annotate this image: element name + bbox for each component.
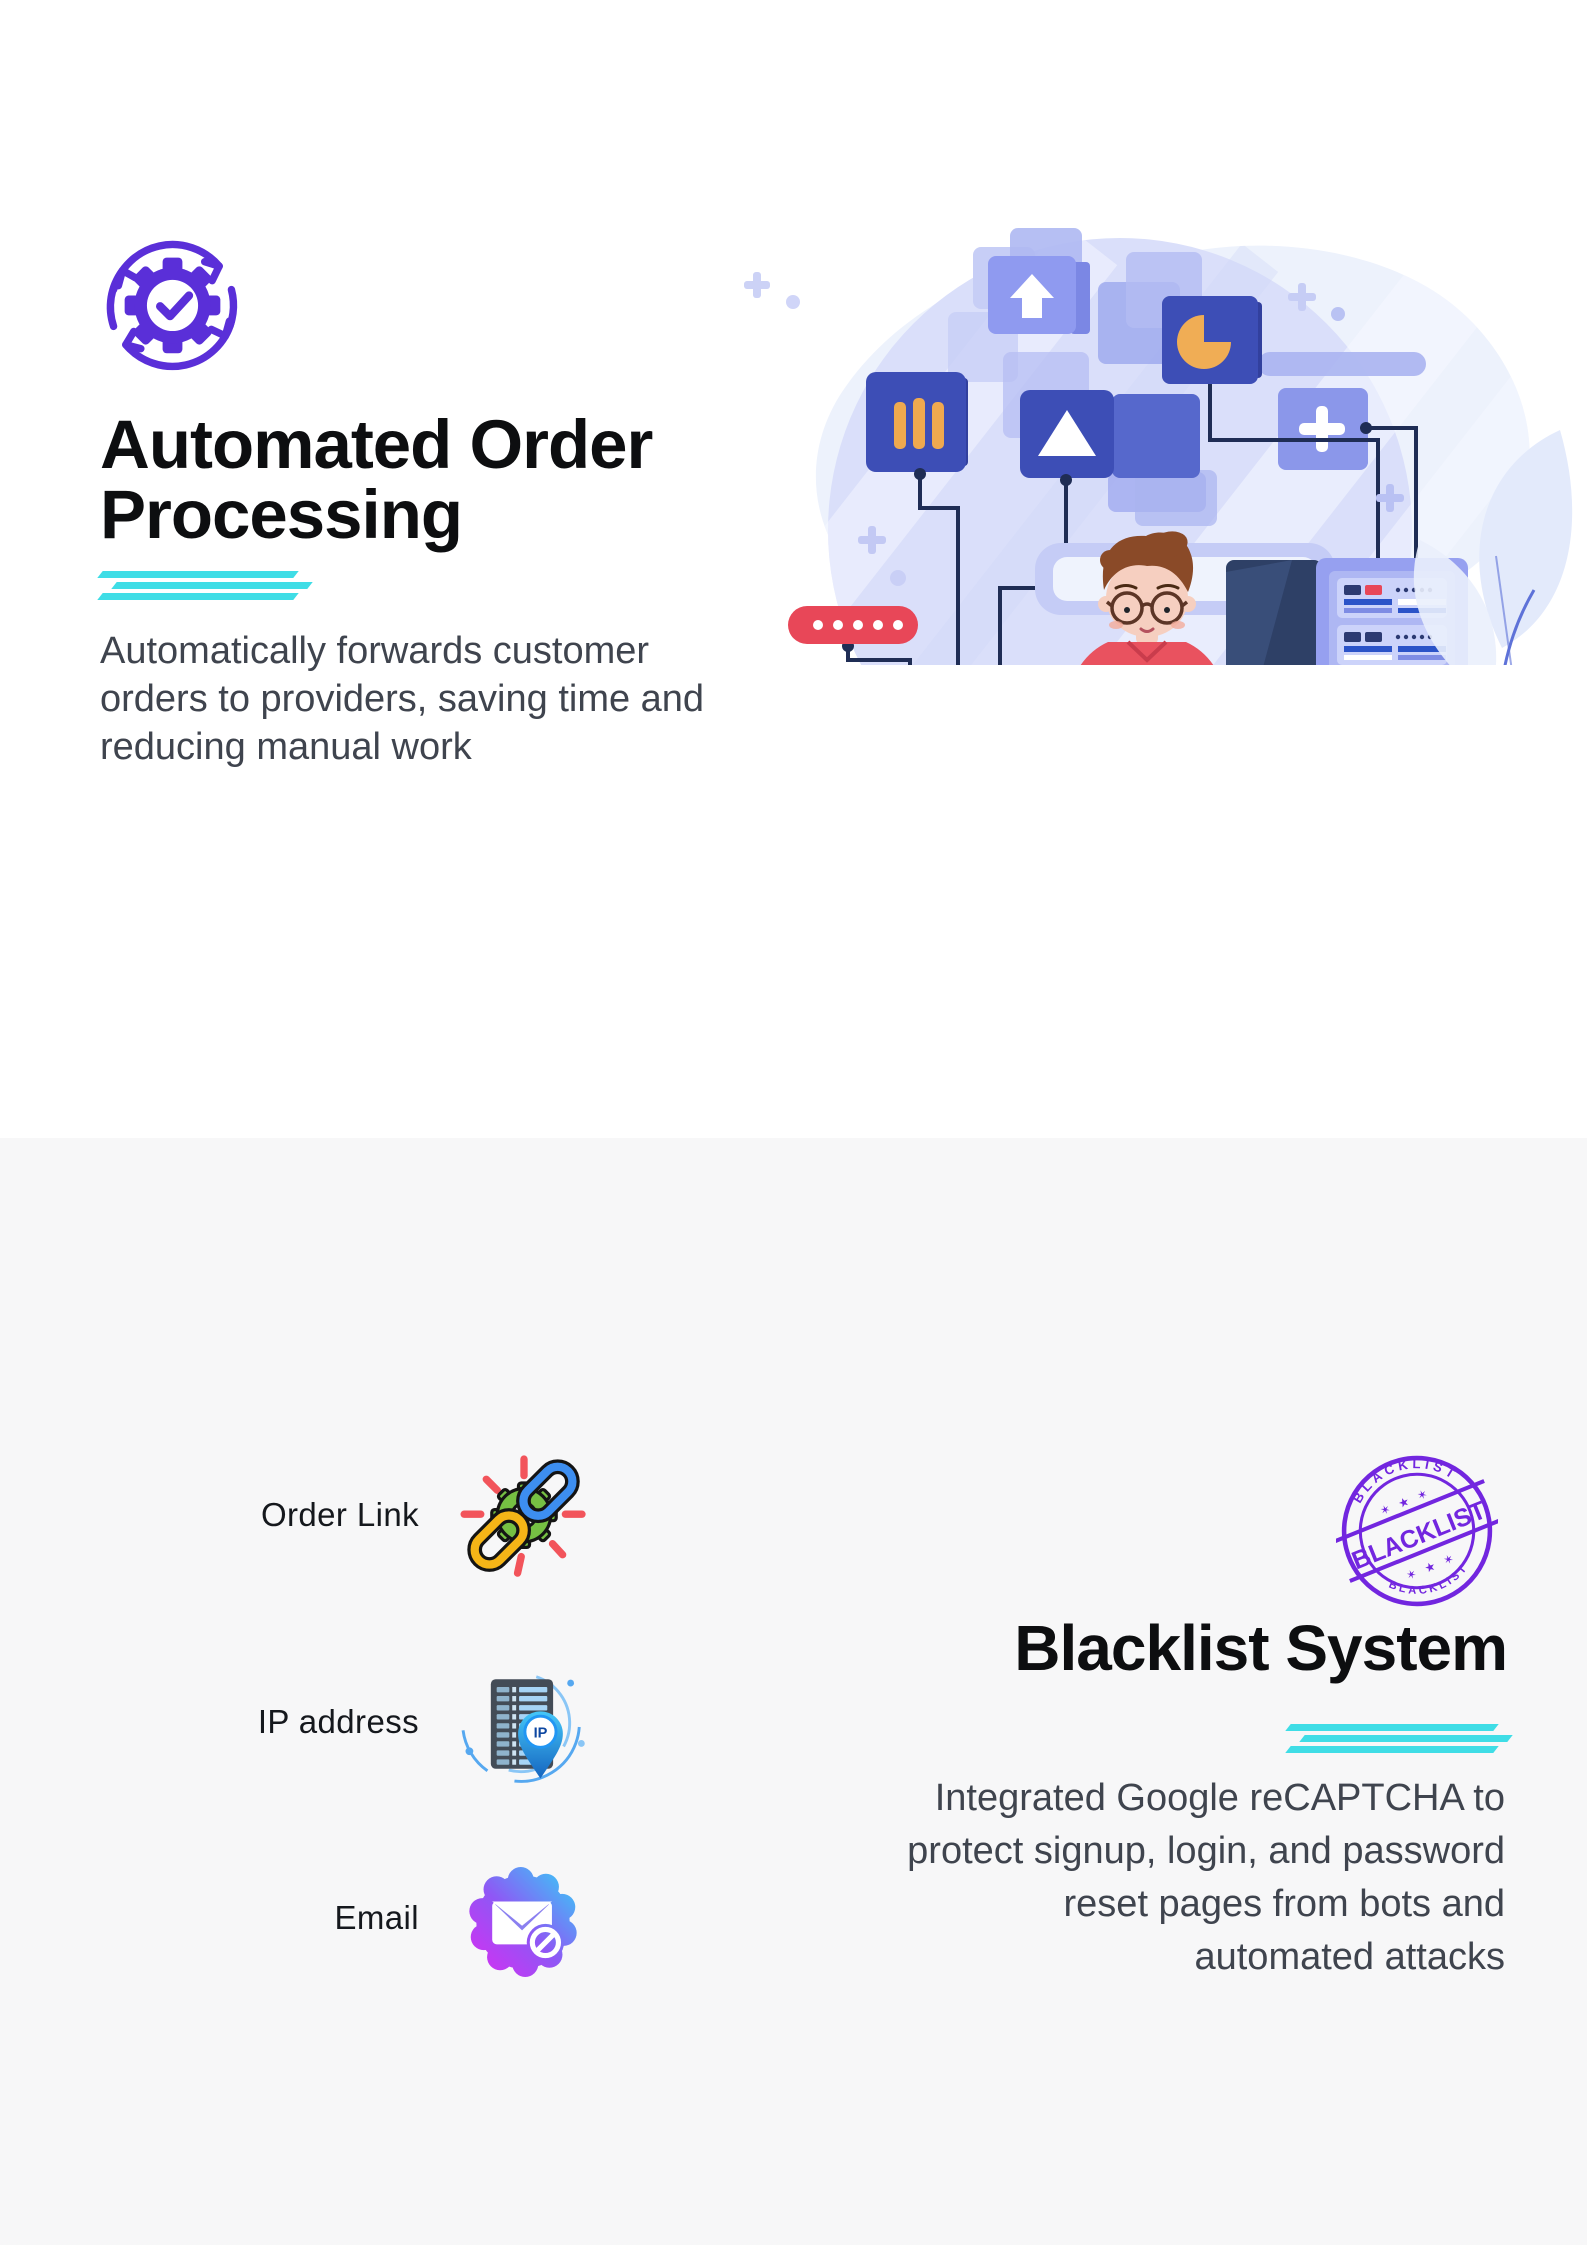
chain-link-icon	[460, 1455, 586, 1577]
description-line: reset pages from bots and	[1063, 1883, 1505, 1925]
email-blocked-icon	[469, 1867, 577, 1977]
description-line: Integrated Google reCAPTCHA to	[934, 1777, 1505, 1819]
blacklist-system-title: Blacklist System	[1014, 1612, 1508, 1684]
blacklist-item-email-label: Email	[334, 1899, 419, 1936]
password-pill	[788, 606, 918, 644]
decor-plus-icons	[744, 272, 1404, 586]
description-line: protect signup, login, and password	[907, 1830, 1505, 1872]
description-line: reducing manual work	[100, 726, 472, 768]
description-line: Automatically forwards customer	[100, 630, 650, 672]
plus-square	[1278, 388, 1368, 470]
person	[1080, 531, 1214, 665]
dark-cabinet	[1226, 560, 1322, 665]
plant-leaves	[1413, 430, 1573, 665]
title-line-2: Processing	[100, 476, 463, 553]
blue-chain-link	[516, 1459, 580, 1524]
description-line: orders to providers, saving time and	[100, 678, 705, 720]
bars-square	[866, 372, 968, 472]
ip-address-pin-icon: IP	[461, 1663, 585, 1783]
developer-servers-illustration	[744, 228, 1573, 665]
blacklist-system-description: Integrated Google reCAPTCHA to protect s…	[600, 1772, 1505, 1984]
triangle-square	[1020, 390, 1114, 478]
automation-cycle-gear-icon	[106, 240, 238, 371]
upload-square	[988, 256, 1090, 334]
automated-order-title: Automated Order Processing	[100, 406, 653, 553]
teal-underline-decoration	[1285, 1724, 1513, 1757]
title-line-1: Automated Order	[100, 406, 653, 483]
automated-order-section: Automated Order Processing Automatically…	[97, 228, 1573, 771]
blacklist-item-order-link-label: Order Link	[260, 1496, 419, 1533]
blacklist-system-section	[0, 1138, 1587, 2245]
checkmark-glyph	[156, 291, 194, 321]
yellow-chain-link	[467, 1508, 531, 1572]
description-line: automated attacks	[1194, 1936, 1505, 1978]
ip-badge-text: IP	[534, 1726, 548, 1742]
ip-pin-glyph: IP	[518, 1711, 563, 1779]
blocked-glyph	[526, 1923, 565, 1962]
blacklist-item-ip-address-label: IP address	[257, 1703, 419, 1740]
server-rack	[1316, 558, 1468, 665]
automated-order-description: Automatically forwards customer orders t…	[100, 627, 704, 771]
pie-chart-square	[1162, 296, 1262, 384]
blacklist-stamp-icon: BLACKLIST BLACKLIST BLACKLIST ✶ ★ ✶ ✶ ★ …	[1336, 1450, 1498, 1607]
teal-underline-decoration	[97, 571, 313, 604]
plain-blue-square	[1112, 394, 1200, 478]
